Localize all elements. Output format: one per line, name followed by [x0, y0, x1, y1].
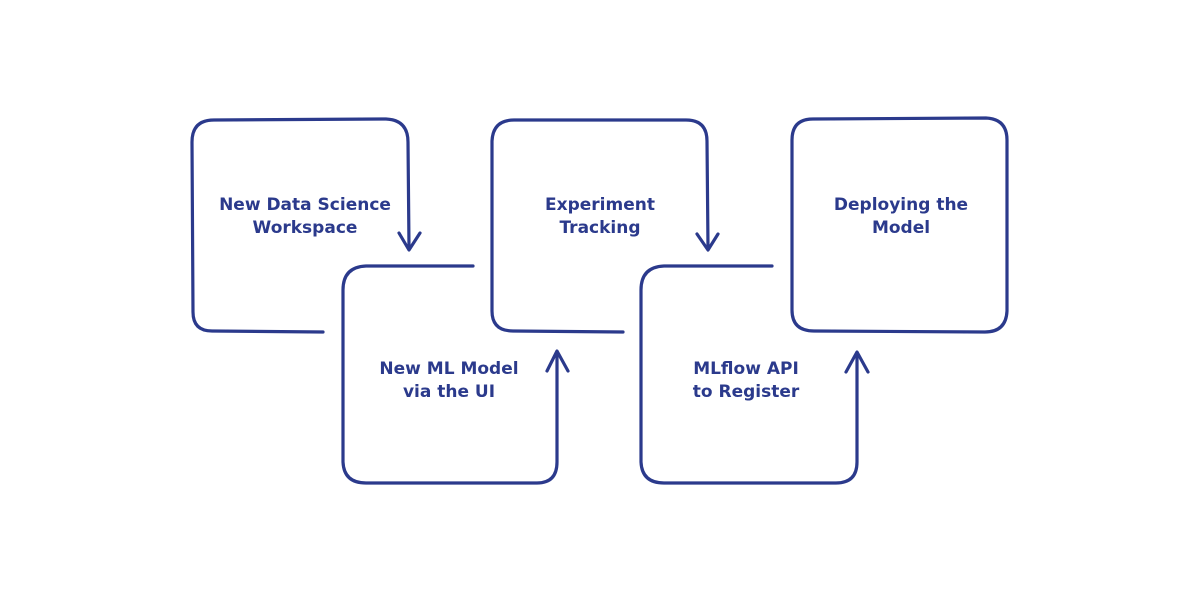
step-2-label-line-1: New ML Model — [379, 359, 519, 379]
step-3-outline — [490, 118, 710, 334]
step-3-label-line-1: Experiment — [545, 195, 655, 215]
step-1-label: New Data Science Workspace — [195, 194, 415, 240]
step-1-to-step-2-arrowhead — [397, 231, 422, 252]
step-4-outline — [639, 264, 859, 485]
step-3-label-line-2: Tracking — [559, 218, 641, 238]
step-3-label: Experiment Tracking — [490, 194, 710, 240]
step-3-to-step-4-arrowhead — [695, 232, 720, 252]
step-4-label-line-1: MLflow API — [693, 359, 799, 379]
step-5-label-line-2: Model — [871, 218, 931, 238]
step-3-shape — [490, 118, 720, 334]
step-5-shape — [790, 116, 1009, 334]
step-2-to-step-3-arrowhead — [545, 349, 570, 373]
step-5-label: Deploying the Model — [791, 194, 1011, 240]
step-1-label-line-1: New Data Science — [219, 195, 391, 215]
step-4-label: MLflow API to Register — [636, 358, 856, 404]
step-4-label-line-2: to Register — [692, 382, 800, 402]
step-5-label-line-1: Deploying the — [833, 195, 969, 215]
step-2-label: New ML Model via the UI — [339, 358, 559, 404]
step-2-shape — [341, 264, 570, 485]
step-2-outline — [341, 264, 559, 485]
step-1-label-line-2: Workspace — [252, 218, 358, 238]
step-1-shape — [190, 117, 422, 334]
step-2-label-line-2: via the UI — [402, 382, 496, 402]
step-4-to-step-5-arrowhead — [844, 350, 870, 374]
step-4-shape — [639, 264, 870, 485]
step-1-outline — [190, 117, 411, 334]
step-5-outline — [790, 116, 1009, 334]
